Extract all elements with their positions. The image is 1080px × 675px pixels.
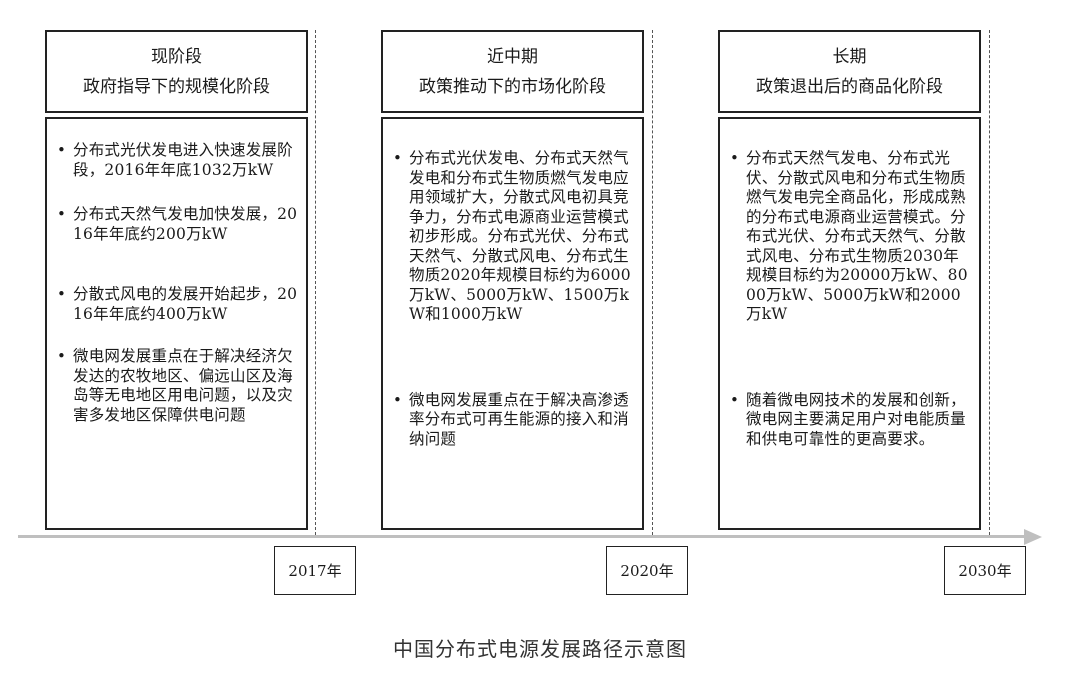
divider-line-1 xyxy=(315,30,316,535)
stage-2-bullet-2: 微电网发展重点在于解决高渗透率分布式可再生能源的接入和消纳问题 xyxy=(391,391,636,450)
stage-2-title: 近中期 xyxy=(487,46,538,67)
stage-3-content: 分布式天然气发电、分布式光伏、分散式风电和分布式生物质燃气发电完全商品化，形成成… xyxy=(718,117,981,530)
stage-1-title: 现阶段 xyxy=(151,46,202,67)
divider-line-2 xyxy=(652,30,653,535)
timeline-line xyxy=(18,535,1026,538)
diagram-caption: 中国分布式电源发展路径示意图 xyxy=(393,637,687,661)
stage-1-bullet-3: 分散式风电的发展开始起步，2016年年底约400万kW xyxy=(55,285,300,324)
stage-3-header: 长期 政策退出后的商品化阶段 xyxy=(718,30,981,113)
stage-3-bullet-1: 分布式天然气发电、分布式光伏、分散式风电和分布式生物质燃气发电完全商品化，形成成… xyxy=(728,149,973,325)
stage-3-bullet-2: 随着微电网技术的发展和创新，微电网主要满足用户对电能质量和供电可靠性的更高要求。 xyxy=(728,391,973,450)
timeline-arrow-icon xyxy=(1024,529,1042,545)
stage-3-title: 长期 xyxy=(832,46,867,67)
milestone-2017: 2017年 xyxy=(274,546,356,595)
stage-1-bullet-4: 微电网发展重点在于解决经济欠发达的农牧地区、偏远山区及海岛等无电地区用电问题，以… xyxy=(55,347,300,425)
stage-1-bullet-2: 分布式天然气发电加快发展，2016年年底约200万kW xyxy=(55,205,300,244)
stage-1-header: 现阶段 政府指导下的规模化阶段 xyxy=(45,30,308,113)
stage-2-content: 分布式光伏发电、分布式天然气发电和分布式生物质燃气发电应用领域扩大，分散式风电初… xyxy=(381,117,644,530)
stage-2-subtitle: 政策推动下的市场化阶段 xyxy=(419,76,606,97)
milestone-2020: 2020年 xyxy=(606,546,688,595)
stage-2-header: 近中期 政策推动下的市场化阶段 xyxy=(381,30,644,113)
stage-2-bullet-1: 分布式光伏发电、分布式天然气发电和分布式生物质燃气发电应用领域扩大，分散式风电初… xyxy=(391,149,636,325)
milestone-2030: 2030年 xyxy=(944,546,1026,595)
stage-3-subtitle: 政策退出后的商品化阶段 xyxy=(756,76,943,97)
divider-line-3 xyxy=(989,30,990,535)
stage-1-bullet-1: 分布式光伏发电进入快速发展阶段，2016年年底1032万kW xyxy=(55,141,300,180)
stage-1-content: 分布式光伏发电进入快速发展阶段，2016年年底1032万kW 分布式天然气发电加… xyxy=(45,117,308,530)
stage-1-subtitle: 政府指导下的规模化阶段 xyxy=(83,76,270,97)
